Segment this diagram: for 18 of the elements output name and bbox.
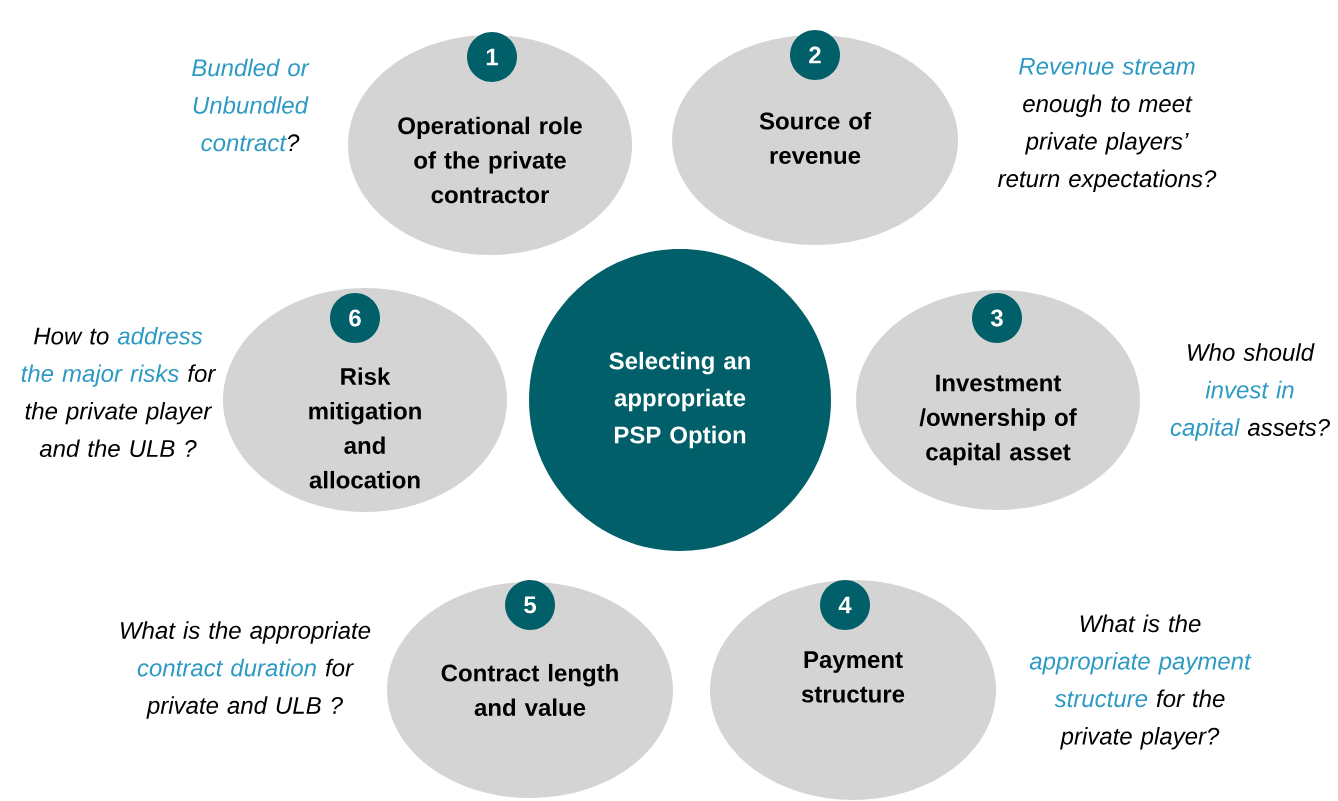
question-text: Bundled or Unbundled contract?: [192, 58, 310, 152]
option-label: Payment structure: [801, 651, 905, 703]
question-text: Who should invest in capital assets?: [1170, 343, 1330, 441]
question-text: Revenue stream enough to meet private players’ return expectations?: [998, 58, 1217, 192]
option-label: Investment /ownership of capital asset: [919, 374, 1077, 466]
option-label: Operational role of the private contractor: [398, 116, 582, 204]
number-badge: 1: [467, 32, 517, 82]
number-badge: 5: [505, 580, 555, 630]
number-badge: 4: [820, 580, 870, 630]
number-badge: 3: [972, 293, 1022, 343]
question-text: What is the appropriate contract duration for private and ULB ?: [121, 621, 371, 719]
number-badge: 2: [790, 30, 840, 80]
option-label: Risk mitigation and allocation: [309, 367, 421, 489]
question-text: How to address the major risks for the private player and the ULB ?: [21, 326, 217, 458]
option-label: Source of revenue: [759, 111, 872, 165]
option-label: Contract length and value: [441, 663, 618, 717]
number-badge: 6: [330, 293, 380, 343]
question-text: What is the appropriate payment structure for the private player?: [1029, 614, 1252, 750]
